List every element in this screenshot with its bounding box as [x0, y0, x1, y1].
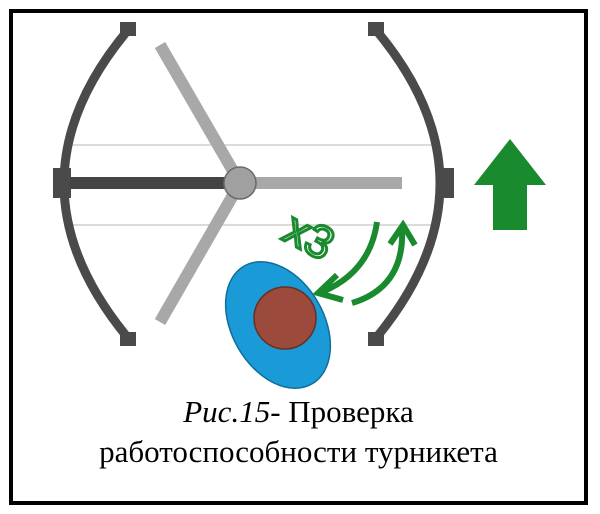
turnstile-arm-lower: [154, 180, 246, 325]
caption-line-2: работоспособности турникета: [99, 434, 498, 469]
rotation-arrow-left: [320, 221, 380, 295]
figure-frame: [9, 9, 588, 505]
turnstile-arm-upper: [154, 41, 246, 187]
repeat-count-label: x3: [276, 202, 343, 271]
caption-line-1: Рис.15- Проверка: [9, 392, 588, 432]
rotation-arrow-left-head: [312, 272, 344, 303]
caption-title: - Проверка: [270, 394, 414, 429]
rotation-arrow-right: [351, 227, 406, 306]
direction-up-arrow-icon: [474, 139, 546, 230]
figure-label: Рис.15: [183, 394, 271, 429]
figure-caption: Рис.15- Проверка работоспособности турни…: [9, 392, 588, 472]
right-arc-top-cap: [368, 22, 384, 36]
right-arc-mount: [436, 168, 454, 198]
turnstile-hub: [223, 166, 257, 200]
right-arc-bottom-cap: [368, 332, 384, 346]
left-arc-bottom-cap: [120, 332, 136, 346]
left-arc-top-cap: [120, 22, 136, 36]
left-arc-mount: [53, 168, 71, 198]
rotation-arrow-right-head: [387, 219, 418, 247]
person-head: [253, 286, 317, 350]
